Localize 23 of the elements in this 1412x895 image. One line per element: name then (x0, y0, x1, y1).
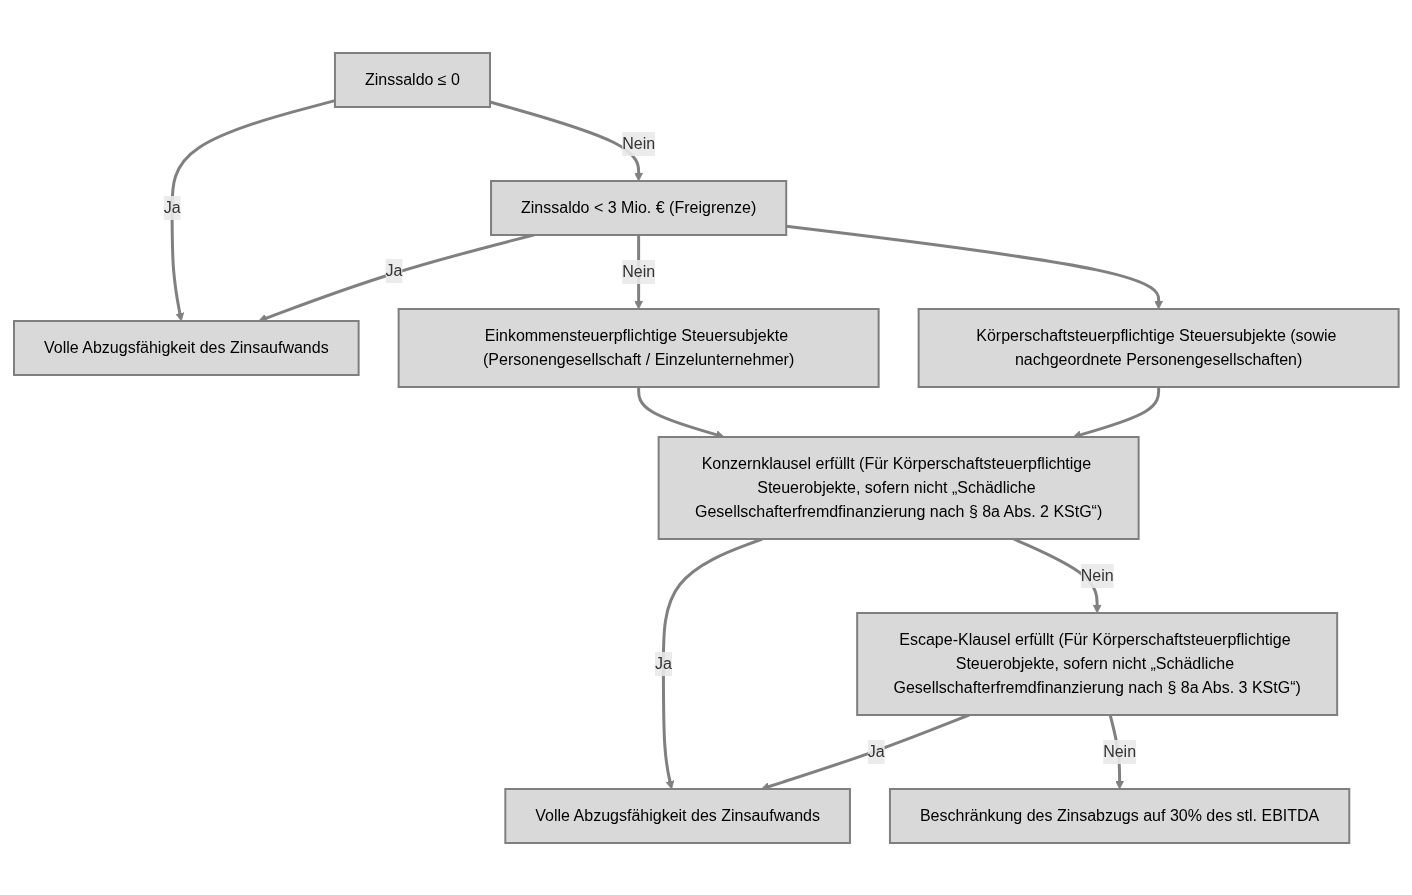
edge-label: Ja (867, 742, 885, 760)
edge-label: Ja (654, 654, 672, 672)
arrow (1012, 537, 1102, 613)
node-box: Beschränkung des Zinsabzugs auf 30% des stl. EBITDA (888, 787, 1350, 844)
edge-label: Ja (385, 261, 403, 279)
node-box: Zinssaldo < 3 Mio. € (Freigrenze) (489, 179, 787, 236)
edge-label: Nein (1080, 566, 1114, 584)
arrow (170, 98, 335, 321)
arrow (661, 537, 763, 789)
arrow (257, 233, 534, 322)
node-box: Volle Abzugsfähigkeit des Zinsaufwands (12, 319, 360, 376)
node-box: Einkommensteuerpflichtige Steuersubjekte (Personengesellschaft / Einzelunternehmer) (397, 307, 880, 388)
node-box: Zinssaldo ≤ 0 (333, 51, 491, 108)
edge-label: Nein (621, 134, 655, 152)
node-box: Escape-Klausel erfüllt (Für Körperschaftsteuerpflichtige Steuerobjekte, sofern nicht „Schädliche Gesellschafterfremdfinanzierung nach § 8a Abs. 3 KStG“) (855, 611, 1338, 716)
edge-label: Ja (163, 198, 181, 216)
node-box: Körperschaftsteuerpflichtige Steuersubjekte (sowie nachgeordnete Personengesellschaften) (917, 307, 1400, 388)
arrow (785, 224, 1163, 309)
node-box: Konzernklausel erfüllt (Für Körperschaftsteuerpflichtige Steuerobjekte, sofern nicht „Schädliche Gesellschafterfremdfinanzierung nach § 8a Abs. 2 KStG“) (657, 435, 1140, 540)
edge-label: Nein (621, 262, 655, 280)
node-box: Volle Abzugsfähigkeit des Zinsaufwands (504, 787, 851, 844)
arrow (489, 100, 643, 181)
edge-label: Nein (1102, 742, 1136, 760)
